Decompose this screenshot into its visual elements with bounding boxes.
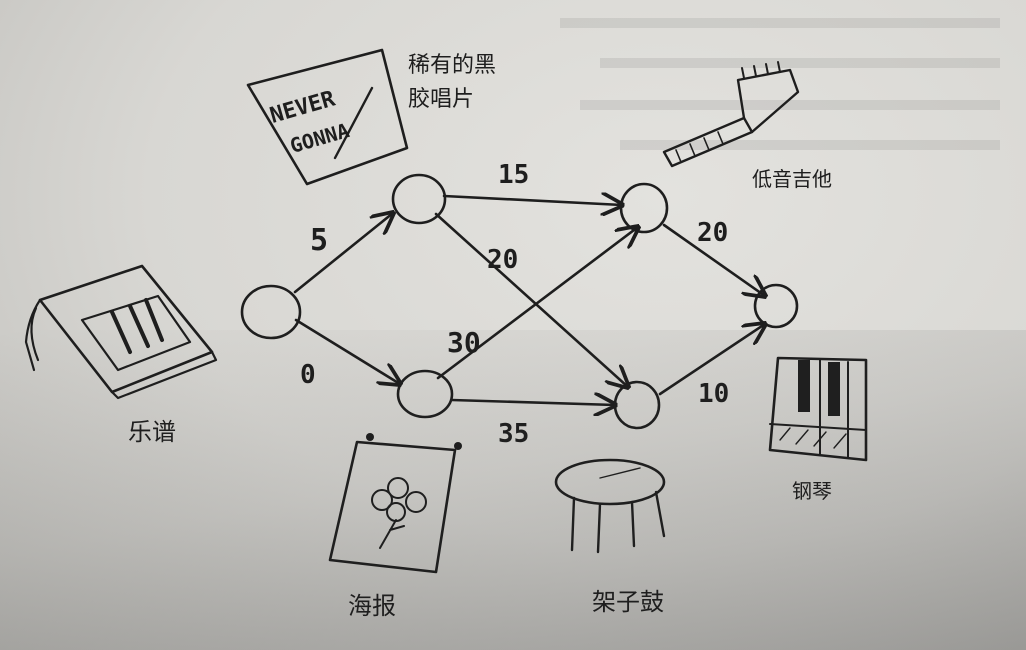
edge-drum-piano: [658, 324, 765, 396]
weight-record-drum: 20: [487, 245, 518, 275]
vinyl-record-icon: NEVER GONNA: [246, 48, 409, 186]
edge-bass-piano: [662, 223, 765, 296]
edge-record-drum: [434, 212, 628, 387]
nodes: [240, 173, 799, 430]
label-record-line2: 胶唱片: [408, 87, 474, 112]
weight-drum-piano: 10: [698, 379, 729, 409]
node-record: [391, 173, 447, 225]
record-cover-line2: GONNA: [287, 118, 352, 158]
edges: [293, 196, 765, 405]
label-sheet: 乐谱: [128, 418, 176, 446]
piano-icon: [768, 356, 868, 462]
weight-bass-piano: 20: [697, 218, 728, 248]
bass-guitar-icon: [662, 61, 800, 168]
node-drum: [613, 380, 661, 430]
label-poster: 海报: [348, 592, 396, 620]
drum-icon: [554, 458, 666, 554]
edge-weights: 5 0 15 20 30 35 20 10: [300, 160, 729, 449]
weight-poster-drum: 35: [498, 419, 529, 449]
edge-start-record: [293, 213, 393, 294]
edge-start-poster: [294, 318, 400, 384]
label-bass: 低音吉他: [752, 167, 832, 191]
weight-start-record: 5: [310, 223, 328, 258]
node-piano: [753, 283, 799, 329]
label-drum: 架子鼓: [592, 588, 664, 616]
poster-icon: [328, 433, 462, 574]
edge-poster-bass: [436, 227, 638, 380]
label-record-line1: 稀有的黑: [408, 53, 496, 78]
node-bass: [619, 182, 669, 234]
edge-record-bass: [442, 196, 622, 205]
weight-record-bass: 15: [498, 160, 529, 190]
bleed-through-text: [560, 18, 1000, 150]
sheet-music-icon: [24, 264, 218, 400]
edge-poster-drum: [450, 400, 615, 405]
label-piano: 钢琴: [792, 479, 832, 503]
node-poster: [396, 369, 454, 419]
weight-poster-bass: 30: [447, 326, 481, 359]
node-start: [240, 284, 302, 340]
weight-start-poster: 0: [300, 360, 316, 390]
